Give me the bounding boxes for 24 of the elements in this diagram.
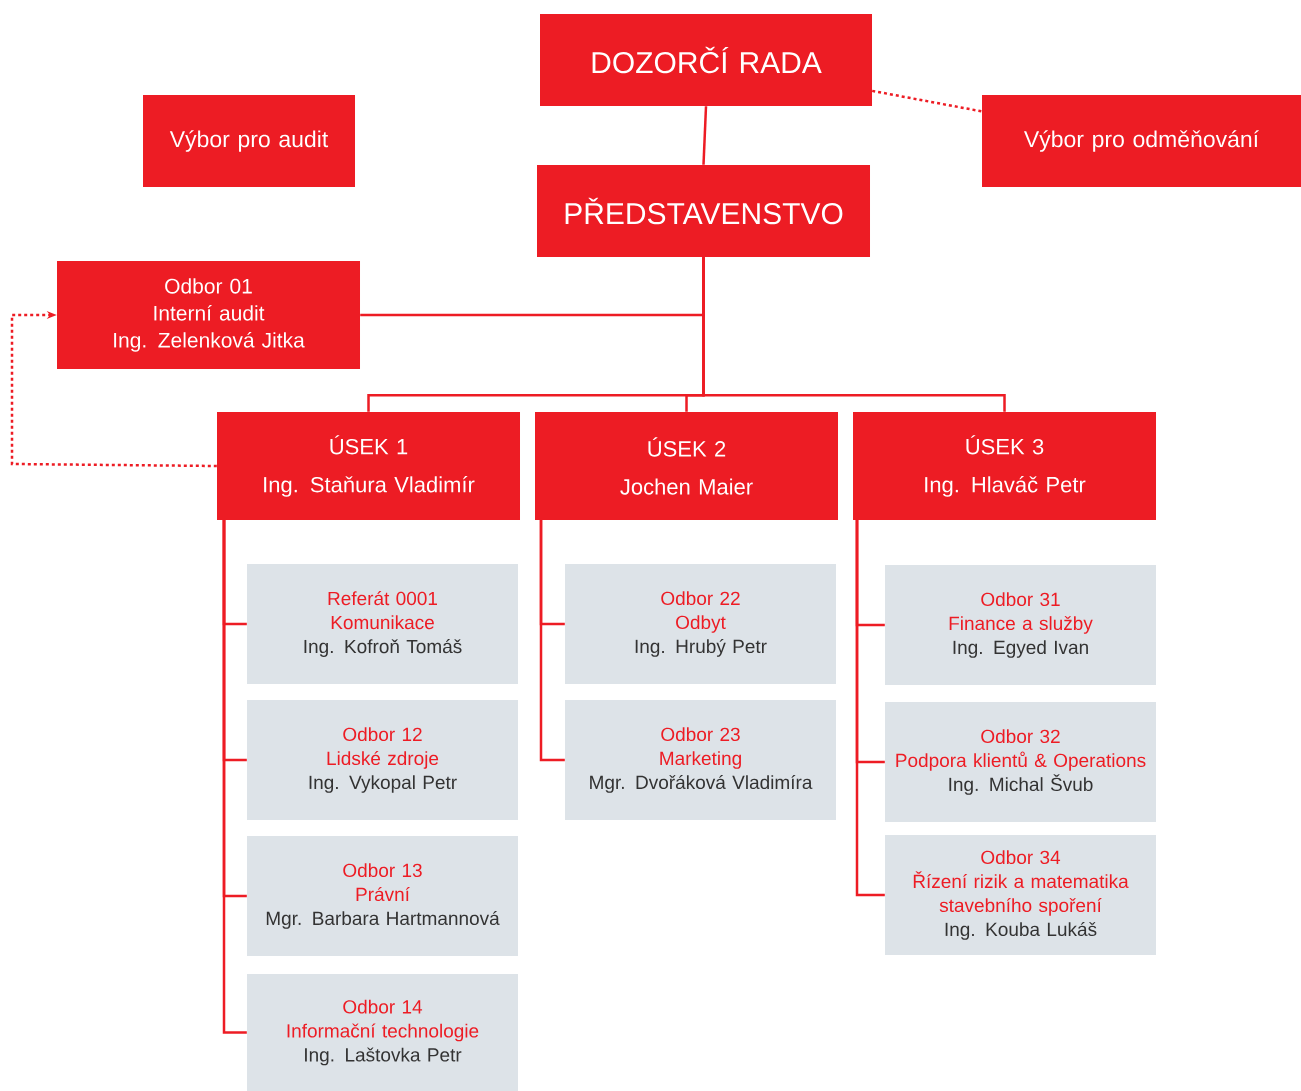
org-box: Výbor pro odměňování bbox=[982, 95, 1301, 187]
connector bbox=[10, 310, 217, 468]
connector bbox=[855, 520, 885, 897]
department-box: Odbor 34 Řízení rizik a matematika stavebního spoření Ing. Kouba Lukáš bbox=[885, 835, 1156, 955]
department-box: Odbor 12 Lidské zdroje Ing. Vykopal Petr bbox=[247, 700, 518, 820]
department-box: Odbor 31 Finance a služby Ing. Egyed Ivan bbox=[885, 565, 1156, 685]
org-box: Odbor 01 Interní audit Ing. Zelenková Jitka bbox=[57, 261, 360, 369]
department-box: Referát 0001 Komunikace Ing. Kofroň Tomáš bbox=[247, 564, 518, 684]
department-box: Odbor 32 Podpora klientů & Operations Ing. Michal Švub bbox=[885, 702, 1156, 822]
connector bbox=[702, 257, 1006, 412]
connector bbox=[222, 520, 247, 1034]
connector bbox=[539, 520, 565, 762]
org-box: ÚSEK 3 Ing. Hlaváč Petr bbox=[853, 412, 1156, 520]
org-box: PŘEDSTAVENSTVO bbox=[537, 165, 870, 257]
connector bbox=[702, 106, 708, 165]
department-box: Odbor 23 Marketing Mgr. Dvořáková Vladimíra bbox=[565, 700, 836, 820]
department-box: Odbor 14 Informační technologie Ing. Laštovka Petr bbox=[247, 974, 518, 1091]
org-box: DOZORČÍ RADA bbox=[540, 14, 872, 106]
org-box: ÚSEK 1 Ing. Staňura Vladimír bbox=[217, 412, 520, 520]
department-box: Odbor 13 Právní Mgr. Barbara Hartmannová bbox=[247, 836, 518, 956]
org-box: Výbor pro audit bbox=[143, 95, 355, 187]
org-box: ÚSEK 2 Jochen Maier bbox=[535, 412, 838, 520]
department-box: Odbor 22 Odbyt Ing. Hrubý Petr bbox=[565, 564, 836, 684]
connector bbox=[872, 89, 983, 113]
